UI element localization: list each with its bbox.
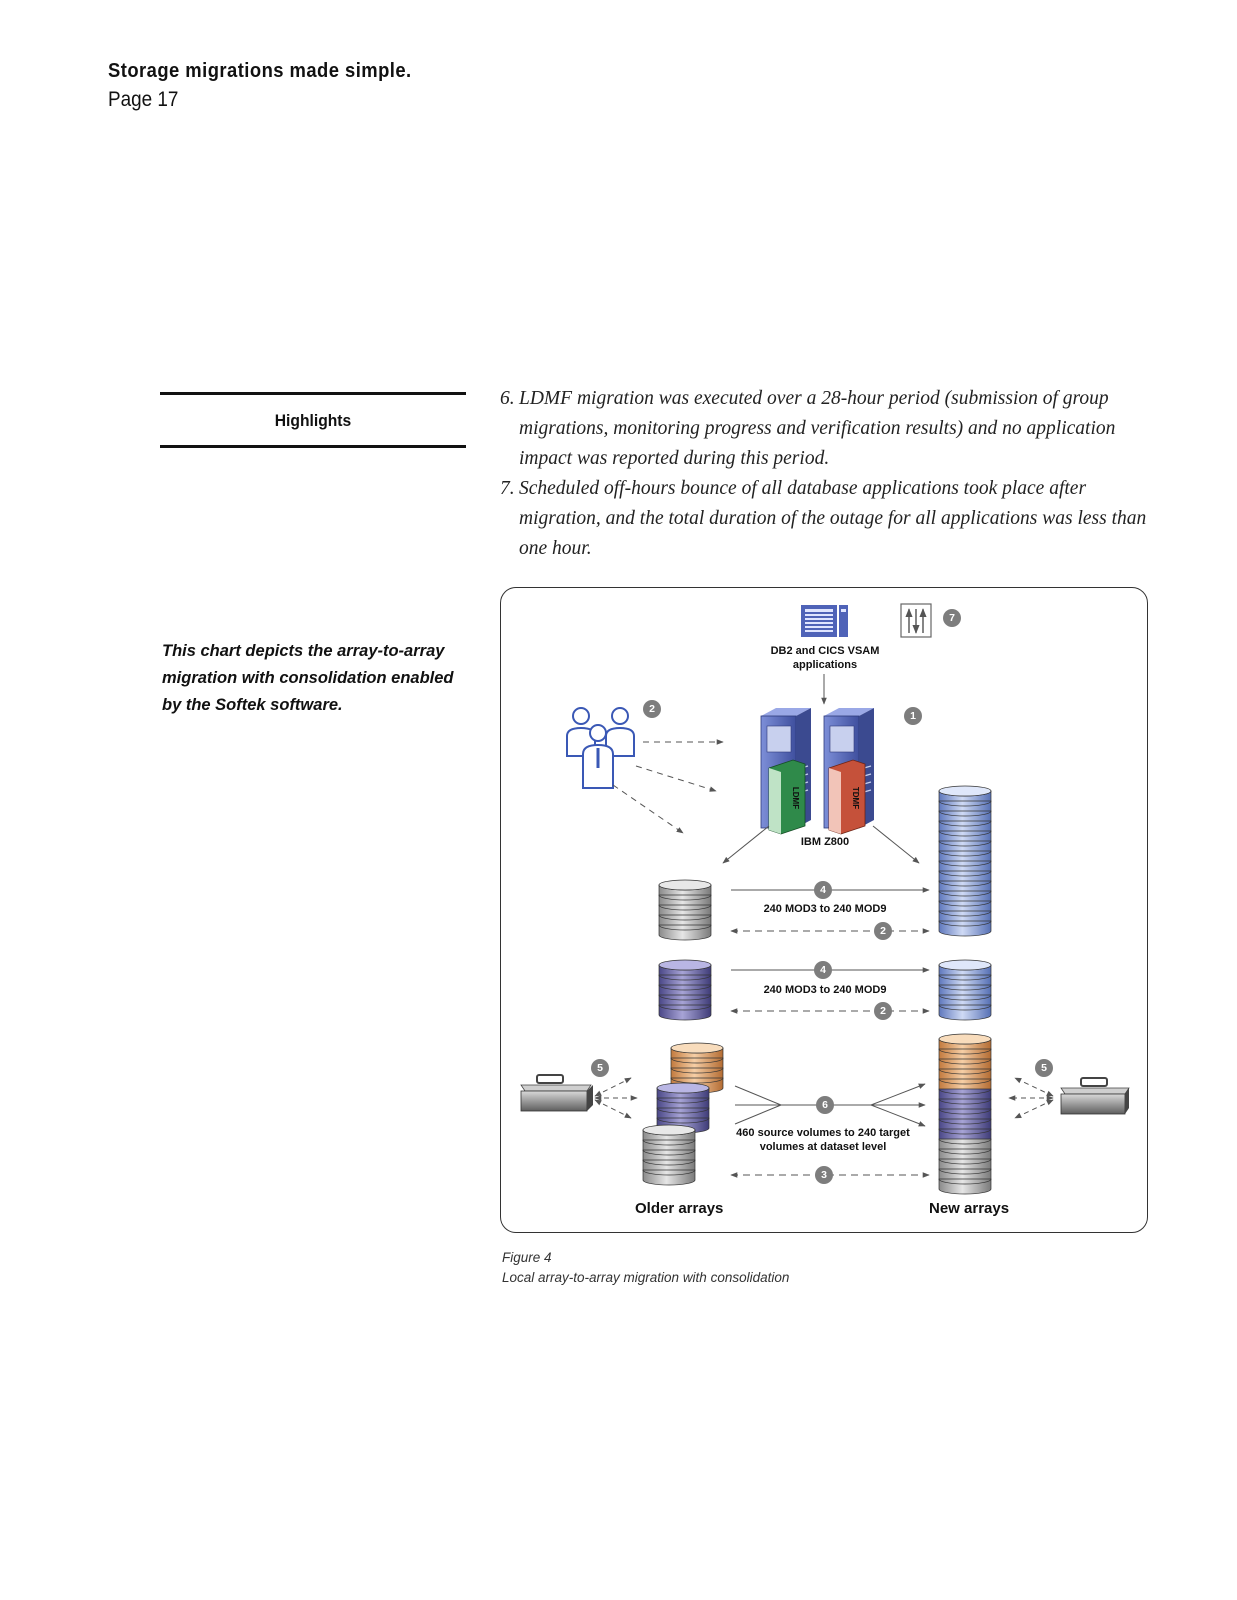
disk-stacks	[642, 785, 992, 1195]
step-badge: 7	[943, 609, 961, 627]
older-arrays-label: Older arrays	[635, 1200, 724, 1217]
highlights-top-rule	[160, 392, 466, 395]
step-badge: 4	[814, 961, 832, 979]
toolbox-icon	[520, 1074, 593, 1112]
page-number: Page 17	[108, 88, 179, 111]
step-badge: 3	[815, 1166, 833, 1184]
server-label: IBM Z800	[800, 836, 850, 848]
diagram-graphics: LDMF TDMF	[520, 603, 1130, 1195]
step-badge: 5	[591, 1059, 609, 1077]
step-badge: 2	[874, 922, 892, 940]
new-arrays-label: New arrays	[929, 1200, 1010, 1217]
disk-stack-icon	[938, 1033, 992, 1195]
tdmf-label: TDMF	[851, 787, 860, 809]
disk-stack-icon	[642, 1124, 696, 1186]
migration-steps-list: 6. LDMF migration was executed over a 28…	[500, 384, 1160, 564]
list-item-text: LDMF migration was executed over a 28-ho…	[519, 388, 1116, 469]
sidebar-note: This chart depicts the array-to-array mi…	[162, 642, 454, 714]
disk-stack-icon	[656, 1082, 710, 1134]
list-item-text: Scheduled off-hours bounce of all databa…	[519, 478, 1147, 559]
figure-caption: Local array-to-array migration with cons…	[502, 1270, 790, 1285]
server-icon: LDMF TDMF	[760, 708, 874, 835]
step-badge: 2	[643, 700, 661, 718]
list-item: 6. LDMF migration was executed over a 28…	[500, 384, 1160, 474]
disk-stack-icon	[938, 785, 992, 937]
transfer-icon	[900, 603, 932, 638]
step-badge: 1	[904, 707, 922, 725]
disk-stack-icon	[658, 879, 712, 941]
users-icon	[566, 707, 635, 789]
toolbox-icon	[1060, 1077, 1130, 1115]
list-item-number: 7.	[500, 478, 515, 499]
document-title: Storage migrations made simple.	[108, 60, 412, 82]
step-badge: 2	[874, 1002, 892, 1020]
server-to-old-arrow	[722, 825, 770, 864]
row3-label: 460 source volumes to 240 target volumes…	[736, 1127, 910, 1153]
highlights-bottom-rule	[160, 445, 466, 448]
figure-number: Figure 4	[502, 1250, 552, 1265]
toolbox-right-arrows	[1008, 1077, 1054, 1119]
ldmf-label: LDMF	[791, 787, 800, 809]
list-item: 7. Scheduled off-hours bounce of all dat…	[500, 474, 1160, 564]
step-badge: 6	[816, 1096, 834, 1114]
server-to-new-arrow	[872, 825, 920, 864]
list-item-number: 6.	[500, 388, 515, 409]
migration-diagram: LDMF TDMF	[500, 587, 1148, 1233]
row1-label: 240 MOD3 to 240 MOD9	[763, 903, 887, 915]
highlights-label: Highlights	[274, 411, 352, 430]
disk-stack-icon	[938, 959, 992, 1021]
step-badge: 5	[1035, 1059, 1053, 1077]
apps-monitor-icon	[801, 605, 848, 637]
row2-label: 240 MOD3 to 240 MOD9	[763, 984, 887, 996]
apps-label: DB2 and CICS VSAM applications	[770, 645, 880, 671]
disk-stack-icon	[658, 959, 712, 1021]
step-badge: 4	[814, 881, 832, 899]
toolbox-left-arrows	[594, 1077, 638, 1119]
user-arrows	[612, 739, 724, 834]
